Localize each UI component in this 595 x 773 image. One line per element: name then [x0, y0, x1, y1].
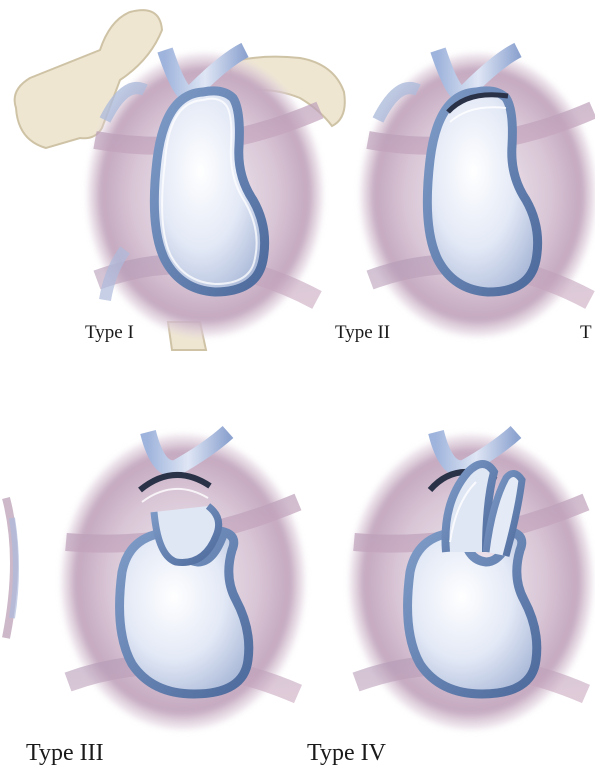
panel-type-4: [346, 432, 595, 732]
panel-type-1: [85, 50, 325, 340]
caption-type-1: Type I: [85, 322, 134, 344]
cropped-panel-fragment: [0, 498, 22, 638]
caption-type-2: Type II: [335, 322, 390, 344]
panel-type-3: [58, 432, 308, 732]
caption-type-4: Type IV: [307, 740, 386, 767]
caption-cropped-fragment: T: [580, 322, 592, 344]
caption-type-3: Type III: [26, 740, 104, 767]
panel-type-2: [358, 50, 595, 340]
